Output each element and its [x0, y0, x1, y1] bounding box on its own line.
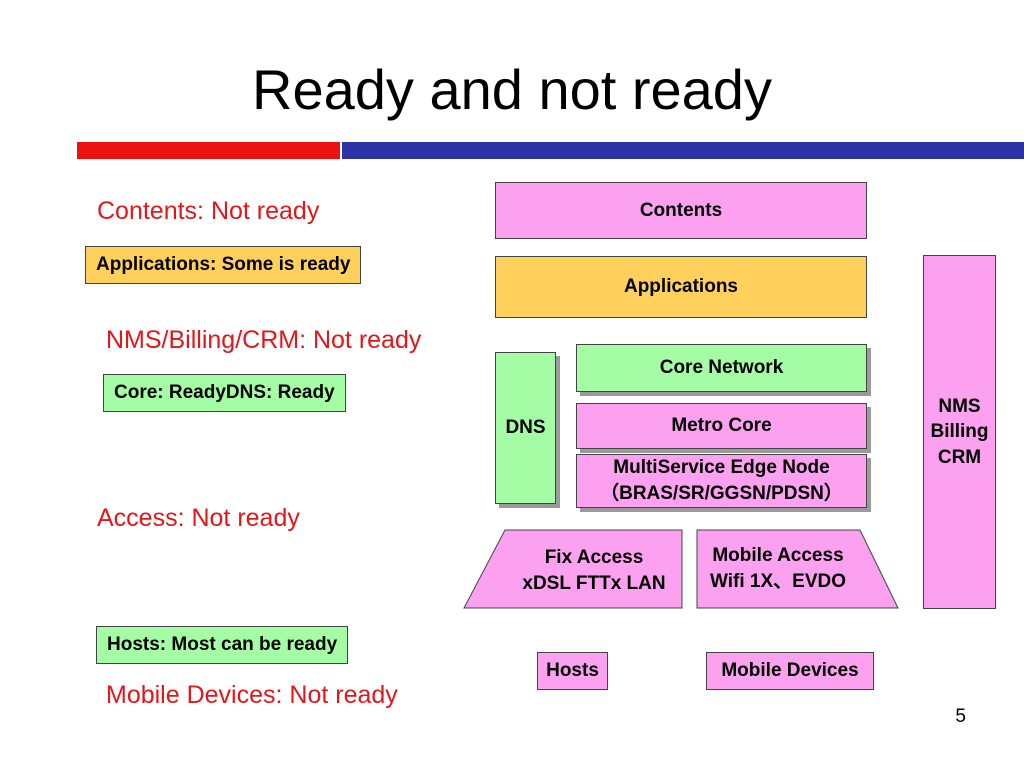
contents-layer: Contents	[495, 182, 867, 239]
slide-title: Ready and not ready	[252, 58, 772, 121]
title-divider-blue	[342, 142, 1024, 159]
page-number: 5	[955, 706, 966, 727]
mobile-access-title: Mobile Access	[712, 545, 843, 566]
dns-box: DNS	[495, 352, 556, 504]
applications-layer: Applications	[495, 256, 867, 318]
status-access: Access: Not ready	[97, 504, 300, 532]
nms-billing-crm-box: NMS Billing CRM	[923, 255, 996, 609]
fix-access-shape	[463, 529, 683, 609]
mobile-devices-box: Mobile Devices	[706, 652, 874, 690]
status-contents: Contents: Not ready	[97, 197, 320, 225]
fix-access-types: xDSL FTTx LAN	[522, 573, 665, 594]
status-applications: Applications: Some is ready	[85, 246, 362, 284]
status-core: Core: Ready DNS: Ready	[103, 374, 346, 412]
mobile-access-shape	[696, 529, 899, 609]
status-nms: NMS/Billing/CRM: Not ready	[106, 326, 422, 354]
core-network-box: Core Network	[576, 344, 867, 392]
title-divider-red	[77, 142, 340, 159]
hosts-box: Hosts	[537, 652, 608, 690]
crm-label: CRM	[937, 446, 982, 468]
status-core-line: Core: Ready	[114, 382, 226, 403]
edge-node-types: （BRAS/SR/GGSN/PDSN）	[600, 483, 843, 504]
edge-node-title: MultiService Edge Node	[613, 457, 830, 479]
status-dns-line: DNS: Ready	[225, 382, 335, 403]
nms-label: NMS	[938, 395, 981, 417]
billing-label: Billing	[930, 421, 989, 443]
status-mobile-devices: Mobile Devices: Not ready	[106, 681, 398, 709]
status-hosts: Hosts: Most can be ready	[96, 626, 349, 664]
mobile-access-types: Wifi 1X、EVDO	[710, 571, 846, 592]
multiservice-edge-box: MultiService Edge Node （BRAS/SR/GGSN/PDS…	[576, 454, 867, 508]
metro-core-box: Metro Core	[576, 403, 867, 449]
fix-access-title: Fix Access	[545, 547, 644, 568]
